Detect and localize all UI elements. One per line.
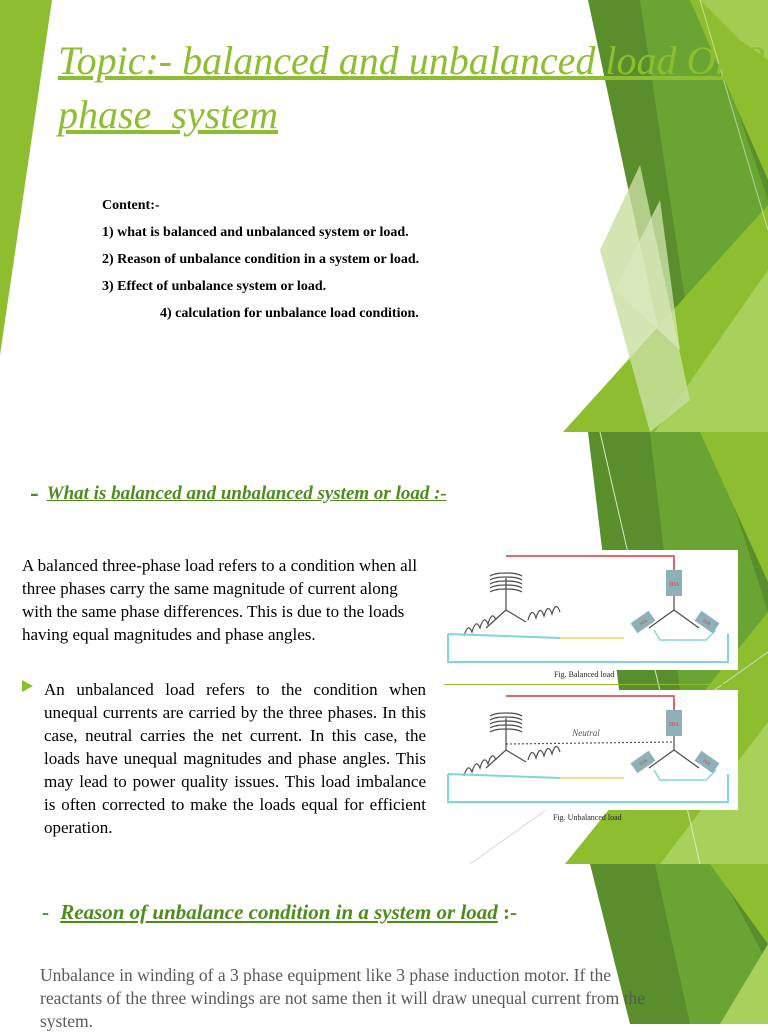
bullet-arrow-icon [22,680,33,692]
unbalanced-paragraph: An unbalanced load refers to the conditi… [44,680,426,837]
figure-label: 10A [701,619,711,628]
content-item: 4) calculation for unbalance load condit… [160,306,419,321]
slide-title: Topic:- balanced and unbalanced load On … [58,38,766,137]
content-item: 2) Reason of unbalance condition in a sy… [102,252,420,267]
figure-label: 20A [669,722,680,728]
content-heading: Content:- [102,198,160,213]
section-heading: - Reason of unbalance condition in a sys… [42,900,523,925]
reason-paragraph: Unbalance in winding of a 3 phase equipm… [40,965,645,1031]
heading-text: What is balanced and unbalanced system o… [46,483,447,504]
decorative-shapes [590,864,768,1024]
reason-slide [0,864,768,1024]
neutral-label: Neutral [571,728,600,738]
content-list: Content:- 1) what is balanced and unbala… [102,192,419,327]
balanced-load-figure: 10A 10A 10A [444,550,738,670]
balanced-paragraph: A balanced three-phase load refers to a … [22,556,418,644]
content-item: 3) Effect of unbalance system or load. [102,279,327,294]
heading-dash: - [30,478,39,507]
divider [444,684,738,685]
figure-label: 10A [639,618,649,627]
heading-text: Reason of unbalance condition in a syste… [60,900,498,924]
unbalanced-load-figure: Neutral 20A 10A 10A [444,690,738,810]
figure-label: 10A [701,759,711,768]
figure-caption: Fig. Balanced load [554,670,615,679]
content-item: 1) what is balanced and unbalanced syste… [102,225,409,240]
figure-caption: Fig. Unbalanced load [553,813,622,822]
heading-suffix: :- [497,900,518,924]
figure-label: 10A [639,758,649,767]
decorative-shapes [0,0,768,432]
figure-label: 10A [669,582,680,588]
title-slide: Topic:- balanced and unbalanced load On … [0,0,768,432]
heading-dash: - [42,900,55,924]
section-heading: -What is balanced and unbalanced system … [30,478,447,508]
